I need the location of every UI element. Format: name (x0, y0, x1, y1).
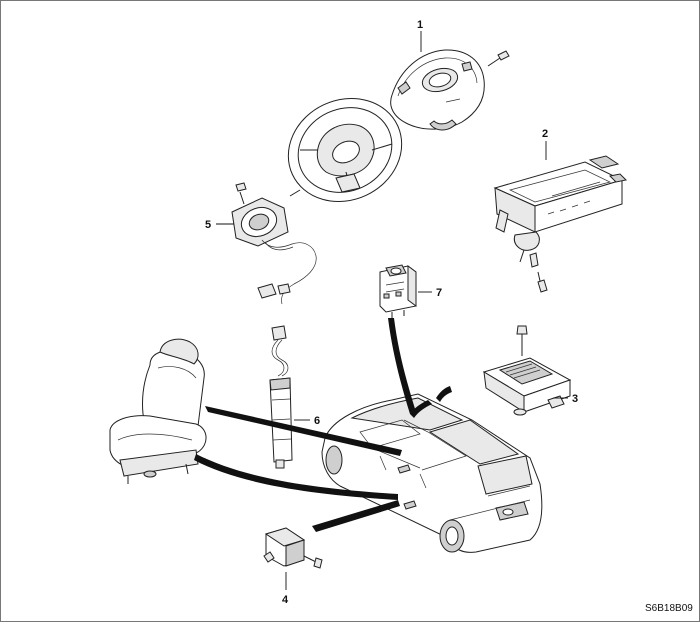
band-seat-to-vehicle (194, 454, 398, 500)
seat-belt-pretensioner (269, 325, 293, 469)
callout-label-6: 6 (314, 415, 320, 427)
band-center-connector (410, 400, 432, 418)
side-impact-sensor (263, 527, 323, 569)
band-sensor-to-vehicle (312, 500, 400, 532)
clock-spring (231, 182, 317, 305)
callout-label-1: 1 (417, 19, 423, 31)
airbag-off-switch (379, 264, 417, 318)
band-switch-to-vehicle (388, 318, 416, 414)
callout-label-2: 2 (542, 128, 548, 140)
driver-airbag-module (390, 49, 510, 131)
band-pretensioner-to-seat (205, 406, 402, 456)
callout-label-7: 7 (436, 287, 442, 299)
figure-code: S6B18B09 (645, 603, 693, 614)
callout-label-4: 4 (282, 594, 289, 606)
vehicle-body (321, 393, 543, 553)
front-seat (109, 338, 207, 484)
callout-label-3: 3 (572, 393, 578, 405)
callout-label-5: 5 (205, 219, 211, 231)
sensing-diagnostic-module (482, 325, 572, 416)
location-bands (194, 318, 452, 532)
steering-wheel (287, 97, 403, 203)
passenger-airbag-module (493, 155, 628, 293)
band-module-to-vehicle (436, 386, 452, 402)
